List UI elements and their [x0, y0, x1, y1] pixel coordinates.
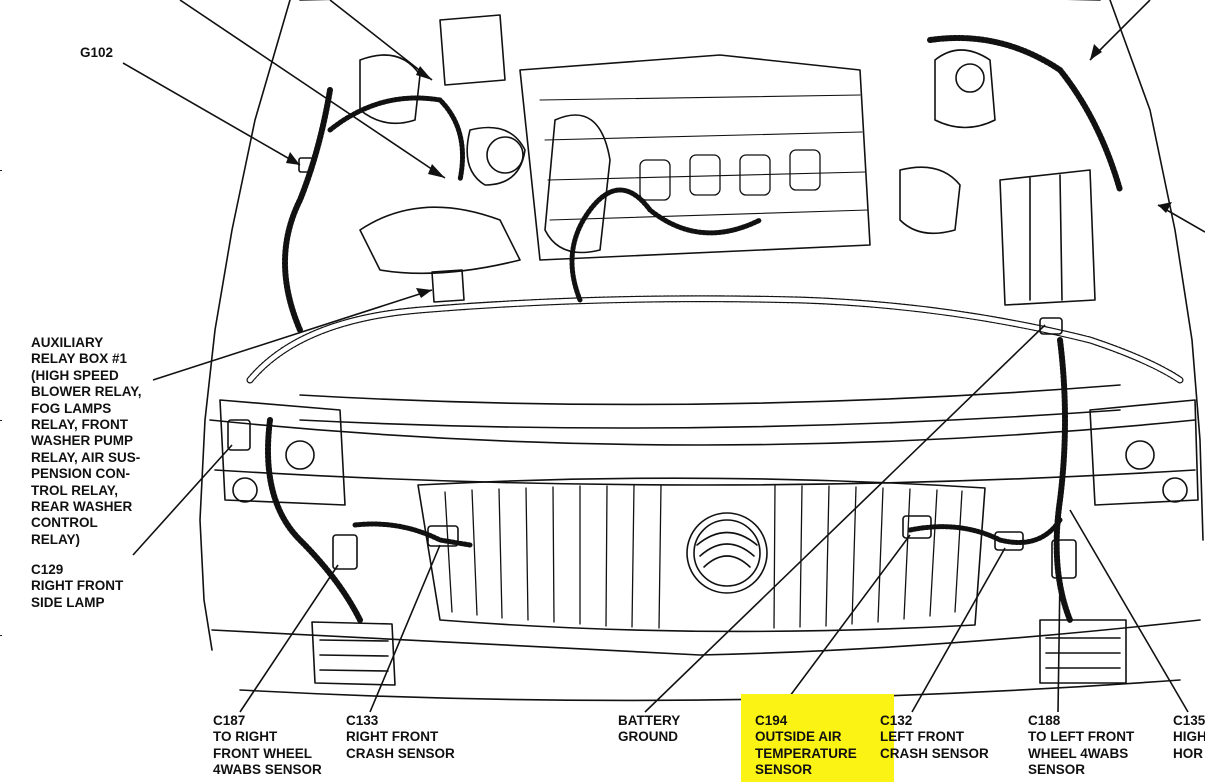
battery	[999, 169, 1096, 306]
leader-c129	[132, 444, 233, 556]
right-fender-outline	[199, 0, 291, 651]
power-steering-reservoir	[359, 54, 421, 125]
page-edge-tick	[0, 420, 2, 421]
harness-branch-top-left	[927, 35, 1123, 193]
harness-branch-center	[569, 187, 763, 303]
leader-c188	[1057, 574, 1061, 713]
connector-c188	[1051, 539, 1077, 579]
connector-c129	[227, 419, 251, 451]
connector-ground	[1039, 317, 1063, 335]
oil-cap	[486, 136, 524, 174]
leader-c132	[911, 547, 1006, 713]
harness-front-left	[907, 517, 1063, 545]
arrow-aux-relay	[416, 288, 432, 298]
leader-c194	[777, 534, 911, 713]
harness-front	[352, 521, 473, 548]
brake-master-cylinder	[934, 49, 996, 129]
page-edge-tick	[0, 170, 2, 171]
leader-c135	[1069, 509, 1189, 713]
front-bumper-outline	[211, 619, 1201, 656]
mercury-logo	[686, 512, 768, 594]
harness-branch-right-front	[265, 417, 363, 623]
fascia-inner	[214, 469, 1196, 486]
leader-lines	[122, 0, 1205, 713]
bumper-lower-edge	[239, 679, 1181, 702]
intake-plenum	[519, 54, 871, 261]
coolant-bottle	[439, 14, 506, 86]
fuel-injectors	[639, 149, 821, 201]
right-fog-lamp	[311, 621, 396, 686]
right-headlamp	[219, 399, 346, 506]
leader-battery-ground	[644, 324, 1046, 713]
leader-top-1	[179, 0, 446, 179]
arrowheads	[286, 44, 1172, 298]
leader-aux-relay	[152, 289, 433, 381]
reservoir-cap	[955, 63, 985, 93]
main-harness	[246, 295, 1184, 384]
left-fog-lamp	[1039, 619, 1127, 684]
leader-c133	[369, 544, 441, 713]
air-intake-tube	[544, 114, 611, 254]
grille-frame	[417, 477, 986, 633]
grille-bars	[444, 484, 963, 629]
alternator	[466, 126, 526, 186]
c194-highlight	[741, 694, 894, 782]
fascia-upper	[209, 419, 1196, 446]
air-cleaner-duct	[359, 206, 521, 275]
left-fender-outline	[1109, 0, 1204, 541]
connector-c133	[427, 525, 459, 547]
radiator-support-upper	[299, 384, 1121, 406]
label-g102: G102	[80, 45, 114, 60]
radiator-support	[299, 409, 1121, 429]
connector-c187	[332, 534, 358, 570]
page-edge-tick	[0, 635, 2, 636]
harness-branch-right	[282, 87, 333, 333]
connector-c194	[902, 515, 932, 539]
leader-top-2	[329, 0, 433, 81]
arrow-g102	[286, 152, 300, 165]
harness-branch-top-right	[327, 95, 465, 183]
left-headlamp	[1089, 399, 1199, 506]
leader-c187	[239, 564, 339, 713]
leader-g102	[122, 62, 301, 166]
aux-relay-box	[431, 269, 465, 303]
washer-reservoir	[899, 166, 961, 235]
connector-c132	[994, 531, 1024, 551]
